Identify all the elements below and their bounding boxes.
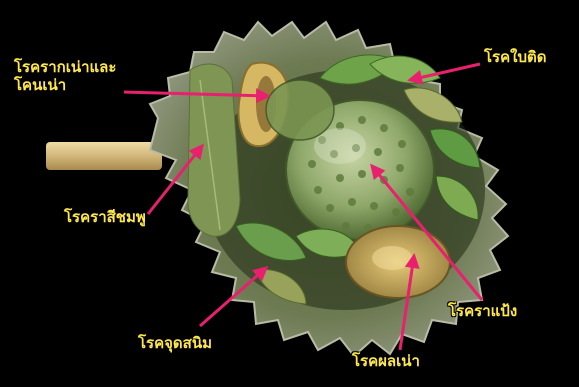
label-root-rot-line1: โรครากเน่าและ [14,58,116,76]
label-root-rot: โรครากเน่าและ โคนเน่า [14,58,116,94]
label-powdery-mildew: โรคราแป้ง [448,302,517,320]
stem [46,142,162,170]
label-pink-disease: โรคราสีชมพู [64,208,146,226]
root-rot-panel [188,64,240,236]
label-root-rot-line2: โคนเน่า [14,76,116,94]
label-leaf-blight: โรคใบติด [484,48,546,66]
label-algal-spot: โรคจุดสนิม [138,334,212,352]
label-fruit-rot: โรคผลเน่า [352,352,420,370]
